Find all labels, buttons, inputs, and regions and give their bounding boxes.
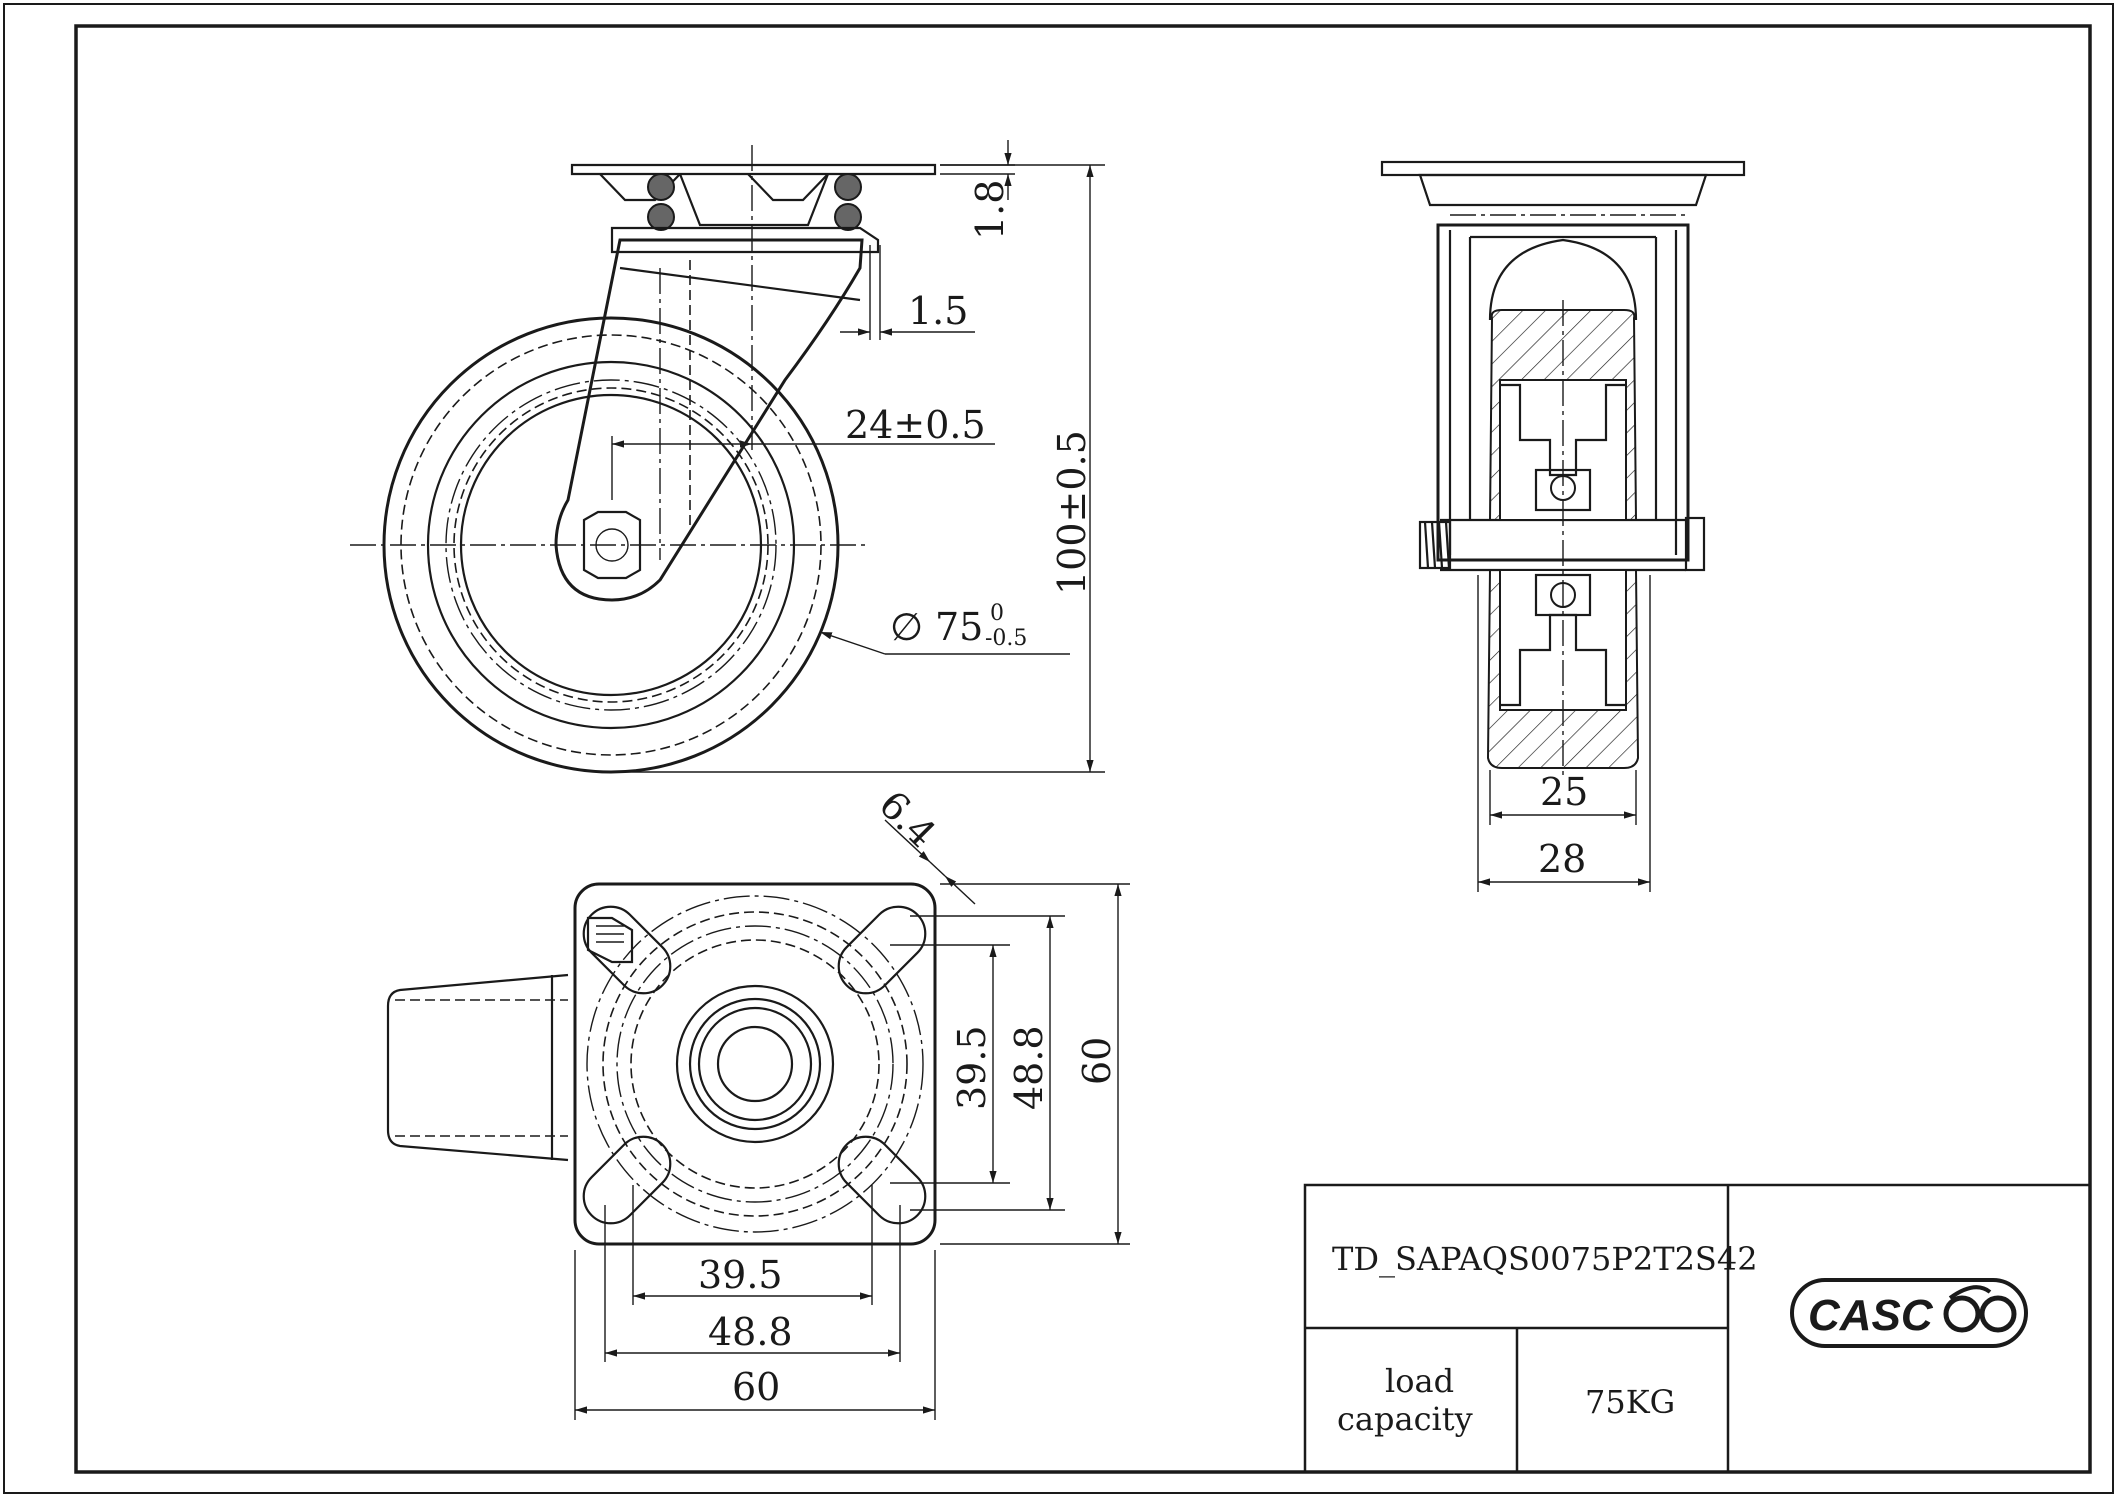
dim-hole-spacing-v2: 48.8 xyxy=(1007,1025,1051,1110)
dim-hole-spacing-h1: 39.5 xyxy=(698,1253,783,1297)
logo-text: CASC xyxy=(1808,1291,1934,1340)
dim-fork-width: 28 xyxy=(1538,837,1586,881)
top-view xyxy=(386,882,937,1246)
ball-caster-icon xyxy=(1943,1285,2017,1333)
title-block: TD_SAPAQS0075P2T2S42 load capacity 75KG … xyxy=(1303,1183,2092,1474)
dim-eccentric: 24±0.5 xyxy=(845,403,986,447)
top-view-dimensions: 6.4 39.5 48.8 60 39.5 48.8 60 xyxy=(574,782,1130,1420)
dim-wheel-dia: 75 xyxy=(935,605,983,649)
front-view xyxy=(350,145,937,774)
drawing-frame xyxy=(74,24,2092,1474)
front-view-dimensions: 1.8 1.5 24±0.5 100±0.5 ∅ 75 0 -0.5 xyxy=(611,140,1105,773)
load-value: 75KG xyxy=(1585,1383,1675,1421)
side-view-dimensions: 25 28 xyxy=(1477,575,1651,892)
dim-wheel-dia-symbol: ∅ xyxy=(890,605,923,649)
dim-plate-thickness: 1.8 xyxy=(968,180,1012,240)
side-view xyxy=(1380,160,1746,780)
dim-slot-width: 6.4 xyxy=(871,782,945,856)
outer-border xyxy=(3,3,2114,1494)
dim-hole-spacing-v1: 39.5 xyxy=(950,1025,994,1110)
dim-total-height: 100±0.5 xyxy=(1050,430,1094,595)
dim-wheel-tol-upper: 0 xyxy=(990,601,1004,626)
dim-plate-height: 60 xyxy=(1075,1037,1119,1085)
load-label-line2: capacity xyxy=(1337,1400,1473,1438)
dim-plate-width: 60 xyxy=(732,1365,780,1409)
dim-hole-spacing-h2: 48.8 xyxy=(708,1310,793,1354)
dim-wheel-tol-lower: -0.5 xyxy=(985,626,1027,651)
load-label-line1: load xyxy=(1385,1362,1454,1400)
company-logo: CASC xyxy=(1790,1278,2028,1348)
dim-swivel-offset: 1.5 xyxy=(908,289,968,333)
dim-wheel-width: 25 xyxy=(1540,770,1588,814)
part-number: TD_SAPAQS0075P2T2S42 xyxy=(1332,1240,1758,1278)
